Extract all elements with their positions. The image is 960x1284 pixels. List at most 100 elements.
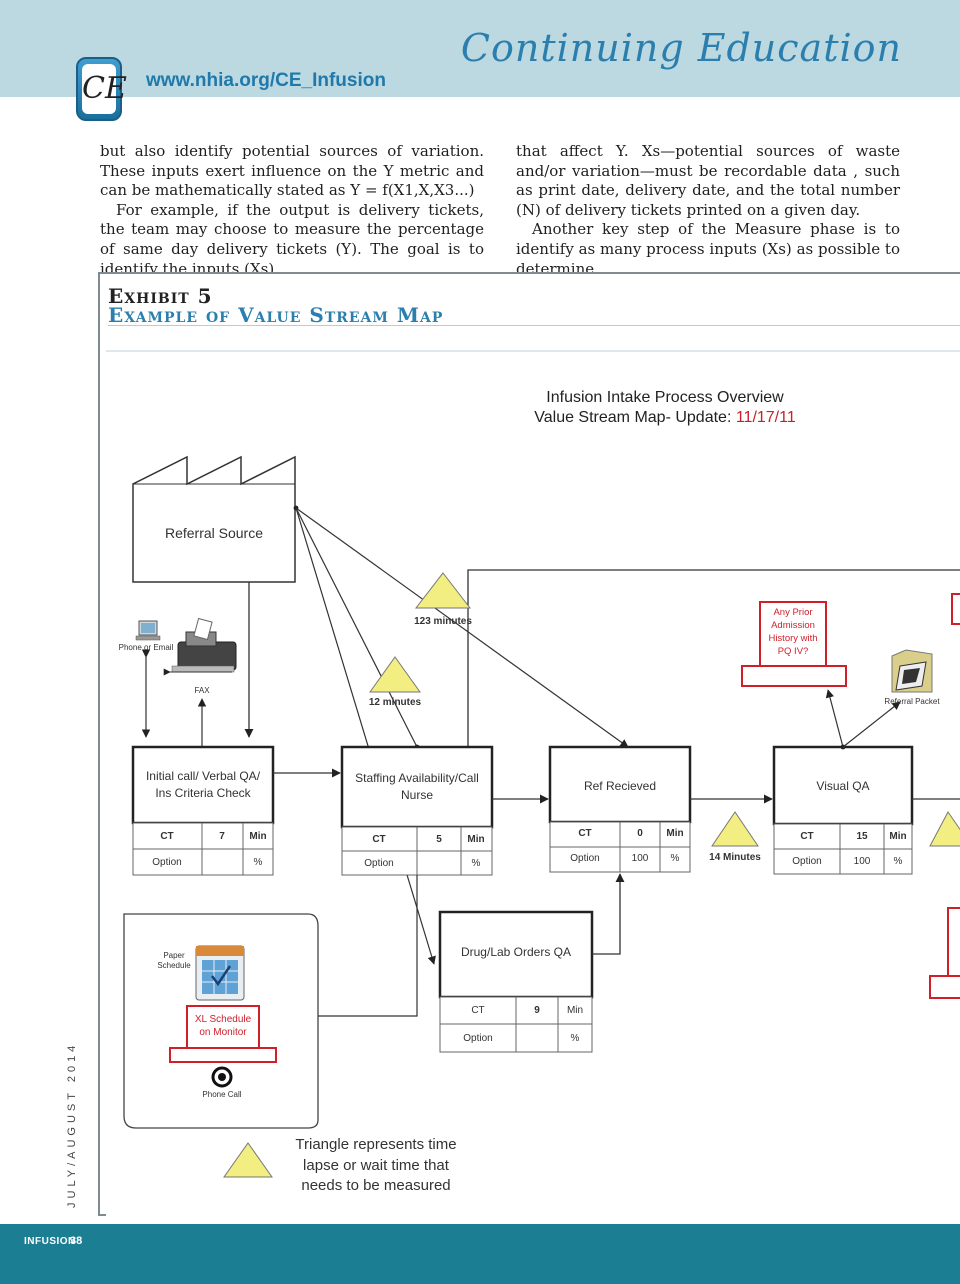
process-name: Ins Criteria Check	[155, 786, 251, 800]
phone-person-icon	[211, 1066, 233, 1088]
option-unit: %	[894, 856, 903, 867]
section-title: Continuing Education	[460, 26, 902, 70]
article-paragraph: that affect Y. Xs—potential sources of w…	[516, 142, 900, 219]
referral-source-label: Referral Source	[165, 525, 263, 541]
ct-value: 15	[856, 831, 868, 842]
fax-label: FAX	[194, 686, 210, 695]
option-value: 100	[854, 856, 871, 867]
computer-icon	[135, 620, 161, 641]
process-name: Ref Recieved	[584, 779, 656, 793]
calendar-icon	[195, 945, 245, 1001]
wait-time-14: 14 Minutes	[709, 852, 761, 863]
process-name: Drug/Lab Orders QA	[461, 945, 571, 959]
vsm-title-line1: Infusion Intake Process Overview	[546, 389, 784, 406]
option-value: 100	[632, 853, 649, 864]
referral-packet-label: Referral Packet	[884, 697, 940, 706]
prior-admission-text: Admission	[771, 620, 815, 631]
exhibit-divider	[108, 325, 960, 326]
site-url-link[interactable]: www.nhia.org/CE_Infusion	[146, 70, 386, 91]
phone-call-label: Phone Call	[202, 1090, 241, 1099]
ct-value: 7	[219, 831, 225, 842]
issue-date: JULY/AUGUST 2014	[66, 1041, 78, 1208]
process-box-drug-lab: Drug/Lab Orders QA CT 9 Min Option %	[438, 910, 594, 1053]
option-label: Option	[792, 856, 821, 867]
option-unit: %	[671, 853, 680, 864]
process-box-ref-received: Ref Recieved CT 0 Min Option 100 %	[548, 745, 692, 873]
article-paragraph: For example, if the output is delivery t…	[100, 200, 484, 278]
option-label: Option	[364, 858, 393, 869]
partial-red-box	[951, 593, 960, 625]
option-label: Option	[463, 1033, 492, 1044]
option-unit: %	[472, 858, 481, 869]
xl-schedule-text: XL Schedule	[195, 1014, 252, 1025]
value-stream-map-svg: Infusion Intake Process Overview Value S…	[119, 389, 960, 1194]
ct-unit: Min	[889, 831, 906, 842]
wait-triangle	[369, 656, 421, 693]
flow-line-referral-to-drug-lab	[295, 507, 436, 965]
referral-source-factory: Referral Source	[132, 455, 296, 583]
ct-label: CT	[800, 831, 813, 842]
header-banner	[0, 0, 960, 97]
wait-triangle	[414, 572, 472, 609]
ce-logo: CE	[76, 57, 127, 121]
value-stream-map: Infusion Intake Process Overview Value S…	[106, 350, 960, 1216]
vsm-title-line2: Value Stream Map- Update: 11/17/11	[534, 409, 796, 426]
ct-unit: Min	[467, 834, 484, 845]
prior-admission-text: Any Prior	[773, 607, 812, 618]
flow-arrow-drug-lab-to-ref-received	[592, 873, 625, 955]
ct-label: CT	[471, 1005, 484, 1016]
ct-value: 0	[637, 828, 643, 839]
process-name: Staffing Availability/Call	[355, 771, 479, 785]
option-unit: %	[254, 857, 263, 868]
flow-line-visual-qa-to-packet	[842, 701, 901, 748]
option-label: Option	[570, 853, 599, 864]
footer-bar	[0, 1224, 960, 1284]
wait-time-12: 12 minutes	[369, 697, 422, 708]
process-box-initial-call: Initial call/ Verbal QA/ Ins Criteria Ch…	[131, 745, 275, 876]
vsm-title-prefix: Value Stream Map- Update:	[534, 409, 736, 426]
article-column-left: but also identify potential sources of v…	[100, 142, 484, 279]
wait-triangle-partial	[929, 811, 960, 847]
xl-schedule-box: XL Schedule on Monitor	[169, 1005, 277, 1063]
partial-red-box	[947, 907, 960, 977]
prior-admission-box: Any Prior Admission History with PQ IV?	[741, 601, 847, 687]
paper-schedule-label: Schedule	[157, 961, 191, 970]
legend-text: lapse or wait time that	[303, 1157, 450, 1174]
page-number: 38	[70, 1235, 83, 1247]
article-paragraph: but also identify potential sources of v…	[100, 142, 484, 200]
ct-unit: Min	[249, 831, 266, 842]
option-label: Option	[152, 857, 181, 868]
exhibit-title: Example of Value Stream Map	[108, 303, 444, 327]
fax-machine-icon	[171, 617, 237, 673]
xl-schedule-text: on Monitor	[199, 1027, 247, 1038]
ce-logo-text: CE	[82, 64, 127, 114]
folder-icon	[891, 649, 933, 693]
flow-line-referral-to-staffing	[295, 507, 420, 750]
prior-admission-text: PQ IV?	[778, 646, 809, 657]
ct-unit: Min	[567, 1005, 583, 1016]
flow-line-visual-qa-to-prior	[825, 689, 846, 750]
ct-value: 9	[534, 1005, 540, 1016]
ct-label: CT	[160, 831, 173, 842]
exhibit-label: Exhibit 5	[108, 284, 213, 308]
article-column-right: that affect Y. Xs—potential sources of w…	[516, 142, 900, 279]
phone-email-label: Phone or Email	[119, 643, 174, 652]
ct-label: CT	[578, 828, 591, 839]
option-unit: %	[571, 1033, 580, 1044]
article-paragraph: Another key step of the Measure phase is…	[516, 220, 900, 278]
vsm-title-date: 11/17/11	[736, 409, 796, 426]
flow-line-referral-to-ref-received	[293, 505, 629, 748]
info-flow-line	[467, 569, 960, 747]
wait-triangle	[711, 811, 759, 847]
process-box-visual-qa: Visual QA CT 15 Min Option 100 %	[772, 745, 914, 875]
legend-triangle	[223, 1142, 273, 1178]
legend-text: Triangle represents time	[295, 1136, 456, 1153]
prior-admission-text: History with	[768, 633, 817, 644]
process-name: Nurse	[401, 788, 433, 802]
paper-schedule-label: Paper	[163, 951, 185, 960]
wait-time-123: 123 minutes	[414, 616, 472, 627]
process-name: Initial call/ Verbal QA/	[146, 769, 261, 783]
process-name: Visual QA	[816, 779, 869, 793]
process-box-staffing: Staffing Availability/Call Nurse CT 5 Mi…	[340, 745, 494, 876]
ct-unit: Min	[666, 828, 683, 839]
